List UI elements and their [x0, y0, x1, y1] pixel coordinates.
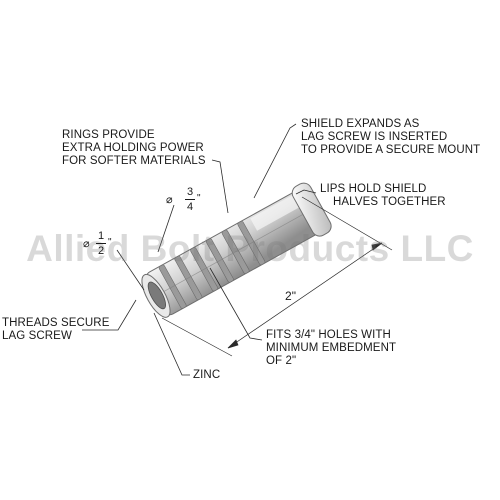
callout-rings-line-3: FOR SOFTER MATERIALS: [62, 155, 206, 167]
callout-rings-line-2: EXTRA HOLDING POWER: [62, 142, 204, 154]
callout-fits-line-3: OF 2": [266, 355, 297, 367]
leader-outer-diameter: [157, 204, 175, 253]
leader-shield: [253, 123, 297, 199]
inner-diameter-unit: ": [108, 237, 112, 248]
watermark-text: Allied Bolt Products LLC: [26, 228, 474, 269]
leader-rings: [211, 159, 229, 214]
callout-rings-line-1: RINGS PROVIDE: [62, 129, 155, 141]
inner-diameter-fraction: 1 2: [96, 230, 106, 257]
leader-lips: [295, 189, 317, 195]
callout-fits-line-2: MINIMUM EMBEDMENT: [266, 342, 397, 354]
shield-rings: [158, 221, 266, 309]
leader-lines: [82, 123, 317, 376]
callout-threads-line-2: LAG SCREW: [2, 330, 72, 342]
outer-diameter-symbol: ⌀: [166, 193, 173, 206]
callout-lips: LIPS HOLD SHIELD HALVES TOGETHER: [320, 183, 446, 209]
inner-diameter-denominator: 2: [97, 245, 105, 257]
outer-diameter-unit: ": [197, 193, 201, 204]
callout-fits: FITS 3/4" HOLES WITH MINIMUM EMBEDMENT O…: [266, 329, 396, 368]
callout-threads: THREADS SECURE LAG SCREW: [2, 317, 109, 343]
inner-diameter-numerator: 1: [97, 230, 105, 242]
outer-diameter-denominator: 4: [186, 201, 194, 213]
callout-fits-line-1: FITS 3/4" HOLES WITH: [266, 329, 391, 341]
callout-lips-line-2: HALVES TOGETHER: [333, 196, 446, 208]
callout-shield-line-3: TO PROVIDE A SECURE MOUNT: [301, 144, 481, 156]
leader-threads: [82, 299, 137, 331]
callout-shield-line-1: SHIELD EXPANDS AS: [301, 118, 420, 130]
outer-diameter-fraction: 3 4: [185, 186, 195, 213]
leader-zinc: [153, 312, 190, 376]
outer-diameter-numerator: 3: [186, 186, 194, 198]
callout-zinc: ZINC: [193, 369, 221, 381]
callout-shield: SHIELD EXPANDS AS LAG SCREW IS INSERTED …: [301, 118, 480, 157]
callout-shield-line-2: LAG SCREW IS INSERTED: [301, 131, 448, 143]
inner-diameter-symbol: ⌀: [83, 237, 90, 250]
leader-fits: [209, 267, 263, 341]
callout-threads-line-1: THREADS SECURE: [2, 317, 110, 329]
length-dimension-label: 2": [285, 289, 297, 303]
callout-rings: RINGS PROVIDE EXTRA HOLDING POWER FOR SO…: [62, 129, 206, 168]
length-dimension: [161, 196, 393, 357]
callout-lips-line-1: LIPS HOLD SHIELD: [320, 183, 427, 195]
lag-shield: [141, 182, 332, 318]
leader-inner-diameter: [116, 249, 145, 291]
